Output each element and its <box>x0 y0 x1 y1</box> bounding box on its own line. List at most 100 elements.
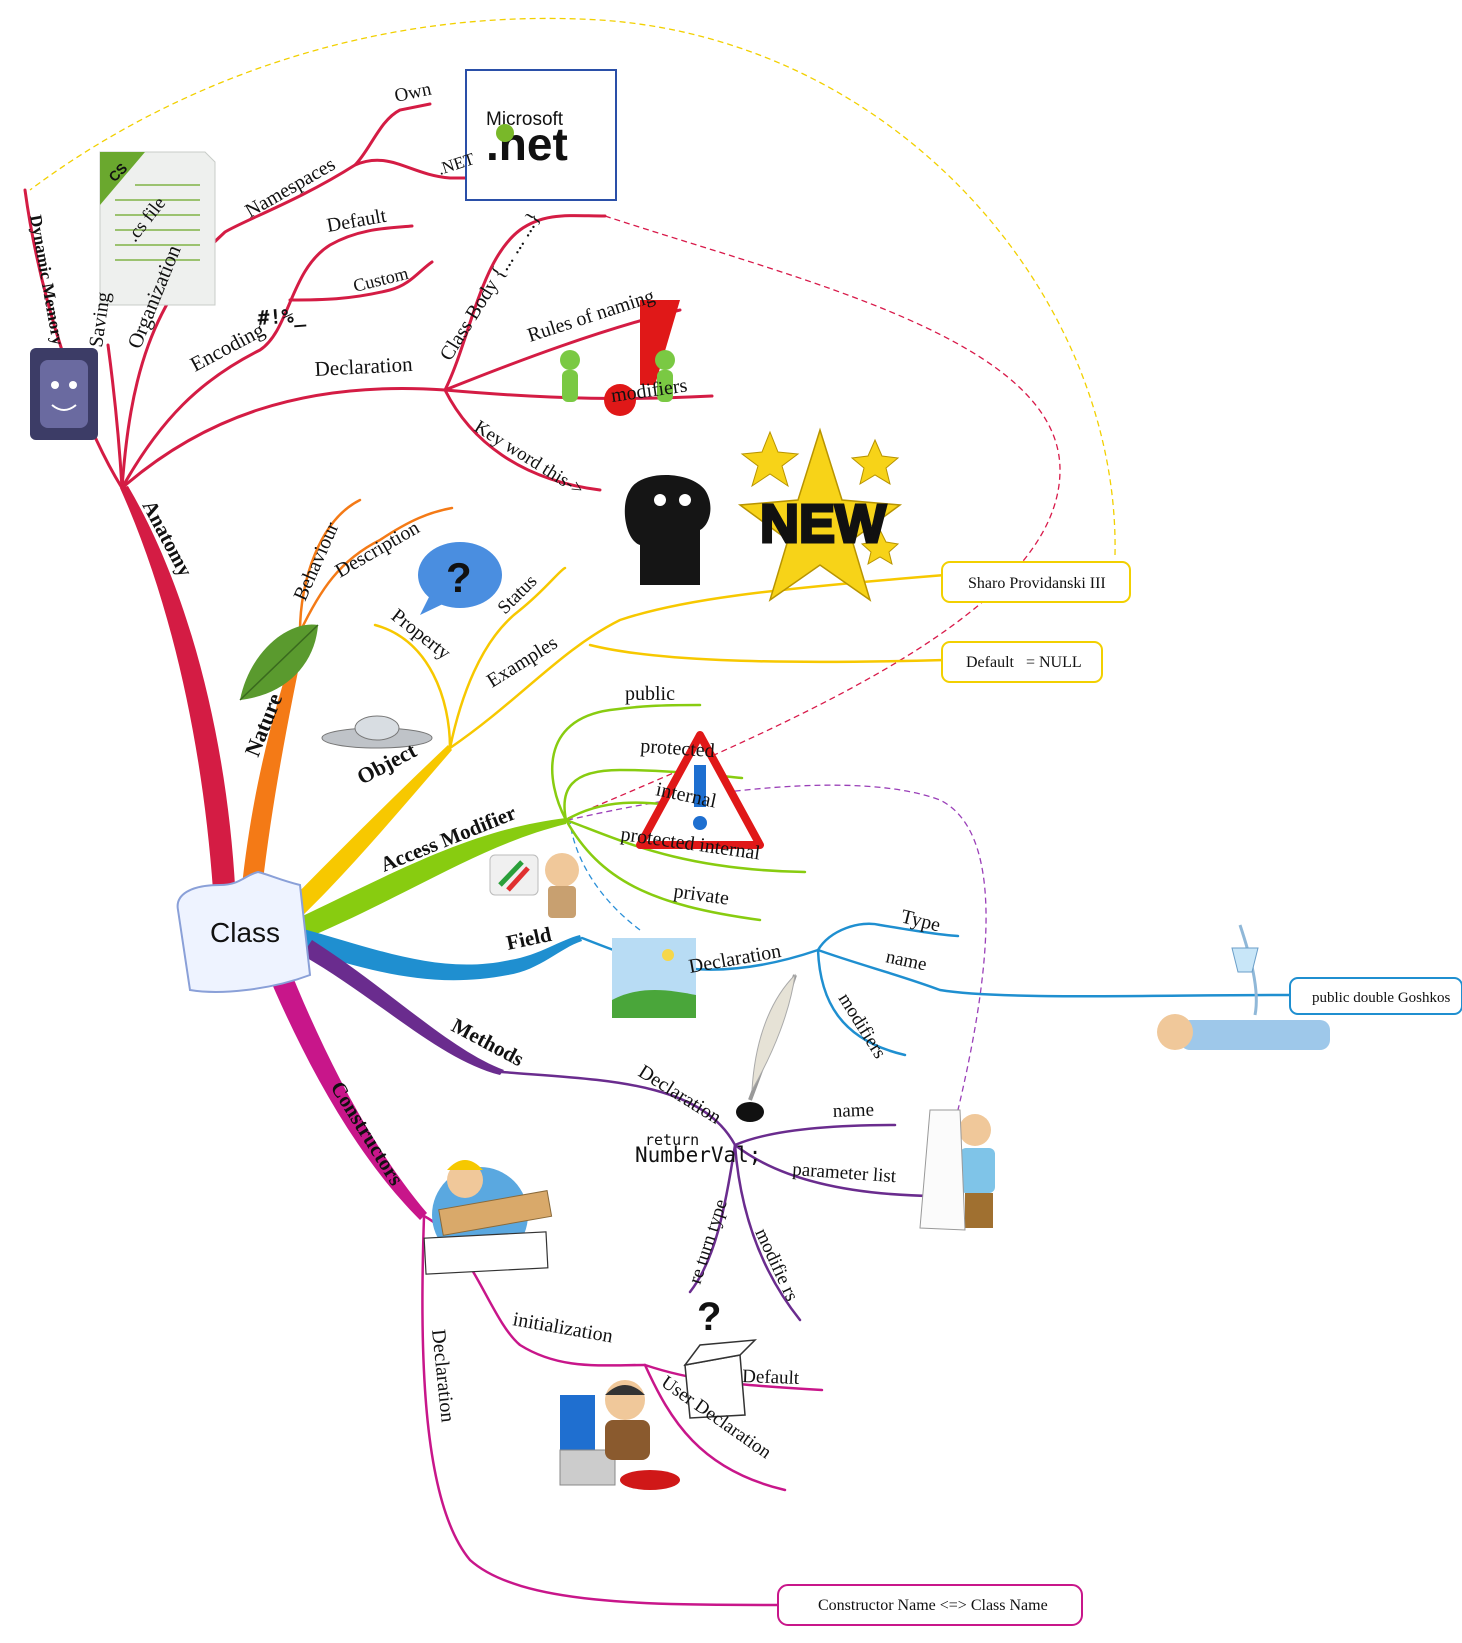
access-protected-label[interactable]: protected <box>640 735 716 762</box>
initialization-label[interactable]: initialization <box>511 1308 614 1347</box>
anatomy-to-saving <box>106 343 124 490</box>
object-to-status <box>448 566 567 750</box>
saving-label[interactable]: Saving <box>85 291 115 349</box>
constructor-name-text: Constructor Name <=> Class Name <box>818 1597 1048 1614</box>
center-label: Class <box>210 917 280 948</box>
methods-declaration-label[interactable]: Declaration <box>634 1061 725 1129</box>
anatomy-modifiers-label[interactable]: modifiers <box>610 374 689 406</box>
object-trunk <box>286 745 452 918</box>
decl-to-keyword-this <box>443 388 602 492</box>
exclamation-figures-icon <box>560 300 680 416</box>
methods-subbranches <box>500 1070 937 1322</box>
center-node[interactable]: Class <box>176 870 312 993</box>
svg-text:?: ? <box>697 1295 721 1339</box>
constructors-label[interactable]: Constructors <box>326 1077 409 1190</box>
namespaces-label[interactable]: Namespaces <box>242 153 340 222</box>
return-type-label[interactable]: re turn type <box>685 1197 732 1287</box>
question-bubble-icon: ? <box>418 542 502 615</box>
examples-to-default <box>588 643 947 664</box>
examples-label[interactable]: Examples <box>483 632 562 693</box>
anatomy-to-organization <box>120 102 432 490</box>
method-decl-to-name <box>733 1123 897 1147</box>
example-box[interactable]: Sharo Providanski III <box>941 561 1131 603</box>
methods-label[interactable]: Methods <box>448 1013 528 1071</box>
ns-own-label[interactable]: Own <box>393 79 434 107</box>
init-to-user-declaration <box>643 1363 787 1492</box>
cs-file-icon: CS <box>99 151 216 306</box>
default-null-text: Default = NULL <box>966 654 1082 671</box>
description-label[interactable]: Description <box>332 517 424 583</box>
field-decl-to-name <box>816 948 1292 998</box>
main-branches <box>120 486 582 1220</box>
anatomy-to-declaration <box>120 386 447 490</box>
new-star-badge-icon: NEW <box>737 427 903 602</box>
memory-chip-icon <box>30 348 98 440</box>
builder-icon <box>423 1160 553 1275</box>
enc-default-label[interactable]: Default <box>325 205 388 237</box>
new-badge-text: NEW <box>760 494 886 554</box>
constructors-trunk <box>266 960 427 1220</box>
method-decl-to-return <box>688 1143 737 1294</box>
example-box-text: Sharo Providanski III <box>968 575 1106 592</box>
landscape-icon <box>612 938 696 1018</box>
field-decl-to-modifiers <box>816 948 907 1057</box>
ctor-default-label[interactable]: Default <box>742 1366 800 1389</box>
anatomy-trunk <box>120 486 236 905</box>
developer-arrows-icon <box>489 853 579 918</box>
access-private <box>564 818 762 922</box>
ctor-declaration-label[interactable]: Declaration <box>427 1328 459 1423</box>
decl-to-modifiers <box>443 388 714 400</box>
field-modifiers-label[interactable]: modifiers <box>834 990 890 1063</box>
methods-trunk <box>302 940 504 1075</box>
link-yellow-dynamic-memory <box>29 17 1116 556</box>
field-decl-to-type <box>816 922 960 952</box>
decl-to-class-body <box>443 214 607 392</box>
dog-icon <box>624 475 711 585</box>
enc-to-custom <box>288 260 434 302</box>
nature-to-description <box>298 506 454 634</box>
access-public-label[interactable]: public <box>625 683 675 705</box>
encoding-symbols-label: #!%_ <box>257 303 308 330</box>
object-subbranches <box>373 566 947 750</box>
leaf-icon <box>239 624 319 701</box>
method-modifiers-label[interactable]: modifie rs <box>750 1225 802 1304</box>
code-value-text: NumberVal; <box>635 1143 761 1167</box>
dynamic-memory-label[interactable]: Dynamic Memory <box>26 213 68 346</box>
dotnet-logo: Microsoft .net <box>465 69 617 201</box>
method-decl-to-modifiers <box>733 1143 802 1322</box>
field-declaration-label[interactable]: Declaration <box>687 940 783 978</box>
keyword-this-label[interactable]: Key word this-> <box>470 416 587 500</box>
dotnet-logo-main-text: .net <box>486 118 568 170</box>
field-example-text: public double Goshkos <box>1312 990 1450 1006</box>
constructor-name-box[interactable]: Constructor Name <=> Class Name <box>777 1584 1083 1626</box>
code-return-text: return <box>645 1131 699 1149</box>
sleeping-man-icon <box>1157 924 1330 1050</box>
link-blue-field <box>569 821 641 931</box>
parameter-list-label[interactable]: parameter list <box>792 1159 898 1187</box>
class-body-label[interactable]: Class Body {... ... ...} <box>436 208 545 365</box>
field-example-box[interactable]: public double Goshkos <box>1289 977 1462 1015</box>
methods-to-declaration <box>500 1070 737 1147</box>
scroll-reader-icon <box>919 1109 995 1231</box>
field-type-label[interactable]: Type <box>899 906 943 937</box>
anatomy-to-encoding <box>120 224 414 490</box>
anatomy-declaration-label[interactable]: Declaration <box>314 352 414 381</box>
warning-triangle-icon <box>636 731 764 849</box>
link-red-class-body <box>567 215 1061 819</box>
svg-text:?: ? <box>446 554 472 601</box>
ctor-to-declaration <box>421 1214 782 1607</box>
method-decl-to-params <box>733 1143 937 1198</box>
field-trunk <box>300 928 582 981</box>
hacker-computer-icon <box>559 1380 680 1490</box>
object-to-examples <box>448 573 947 750</box>
nature-to-behaviour <box>298 498 362 634</box>
default-null-box[interactable]: Default = NULL <box>941 641 1103 683</box>
access-protected-internal <box>564 818 807 874</box>
object-to-property <box>373 623 452 750</box>
access-trunk <box>294 818 566 942</box>
ufo-icon <box>321 715 433 749</box>
field-name-label[interactable]: name <box>884 946 929 975</box>
method-name-label[interactable]: name <box>832 1100 874 1122</box>
